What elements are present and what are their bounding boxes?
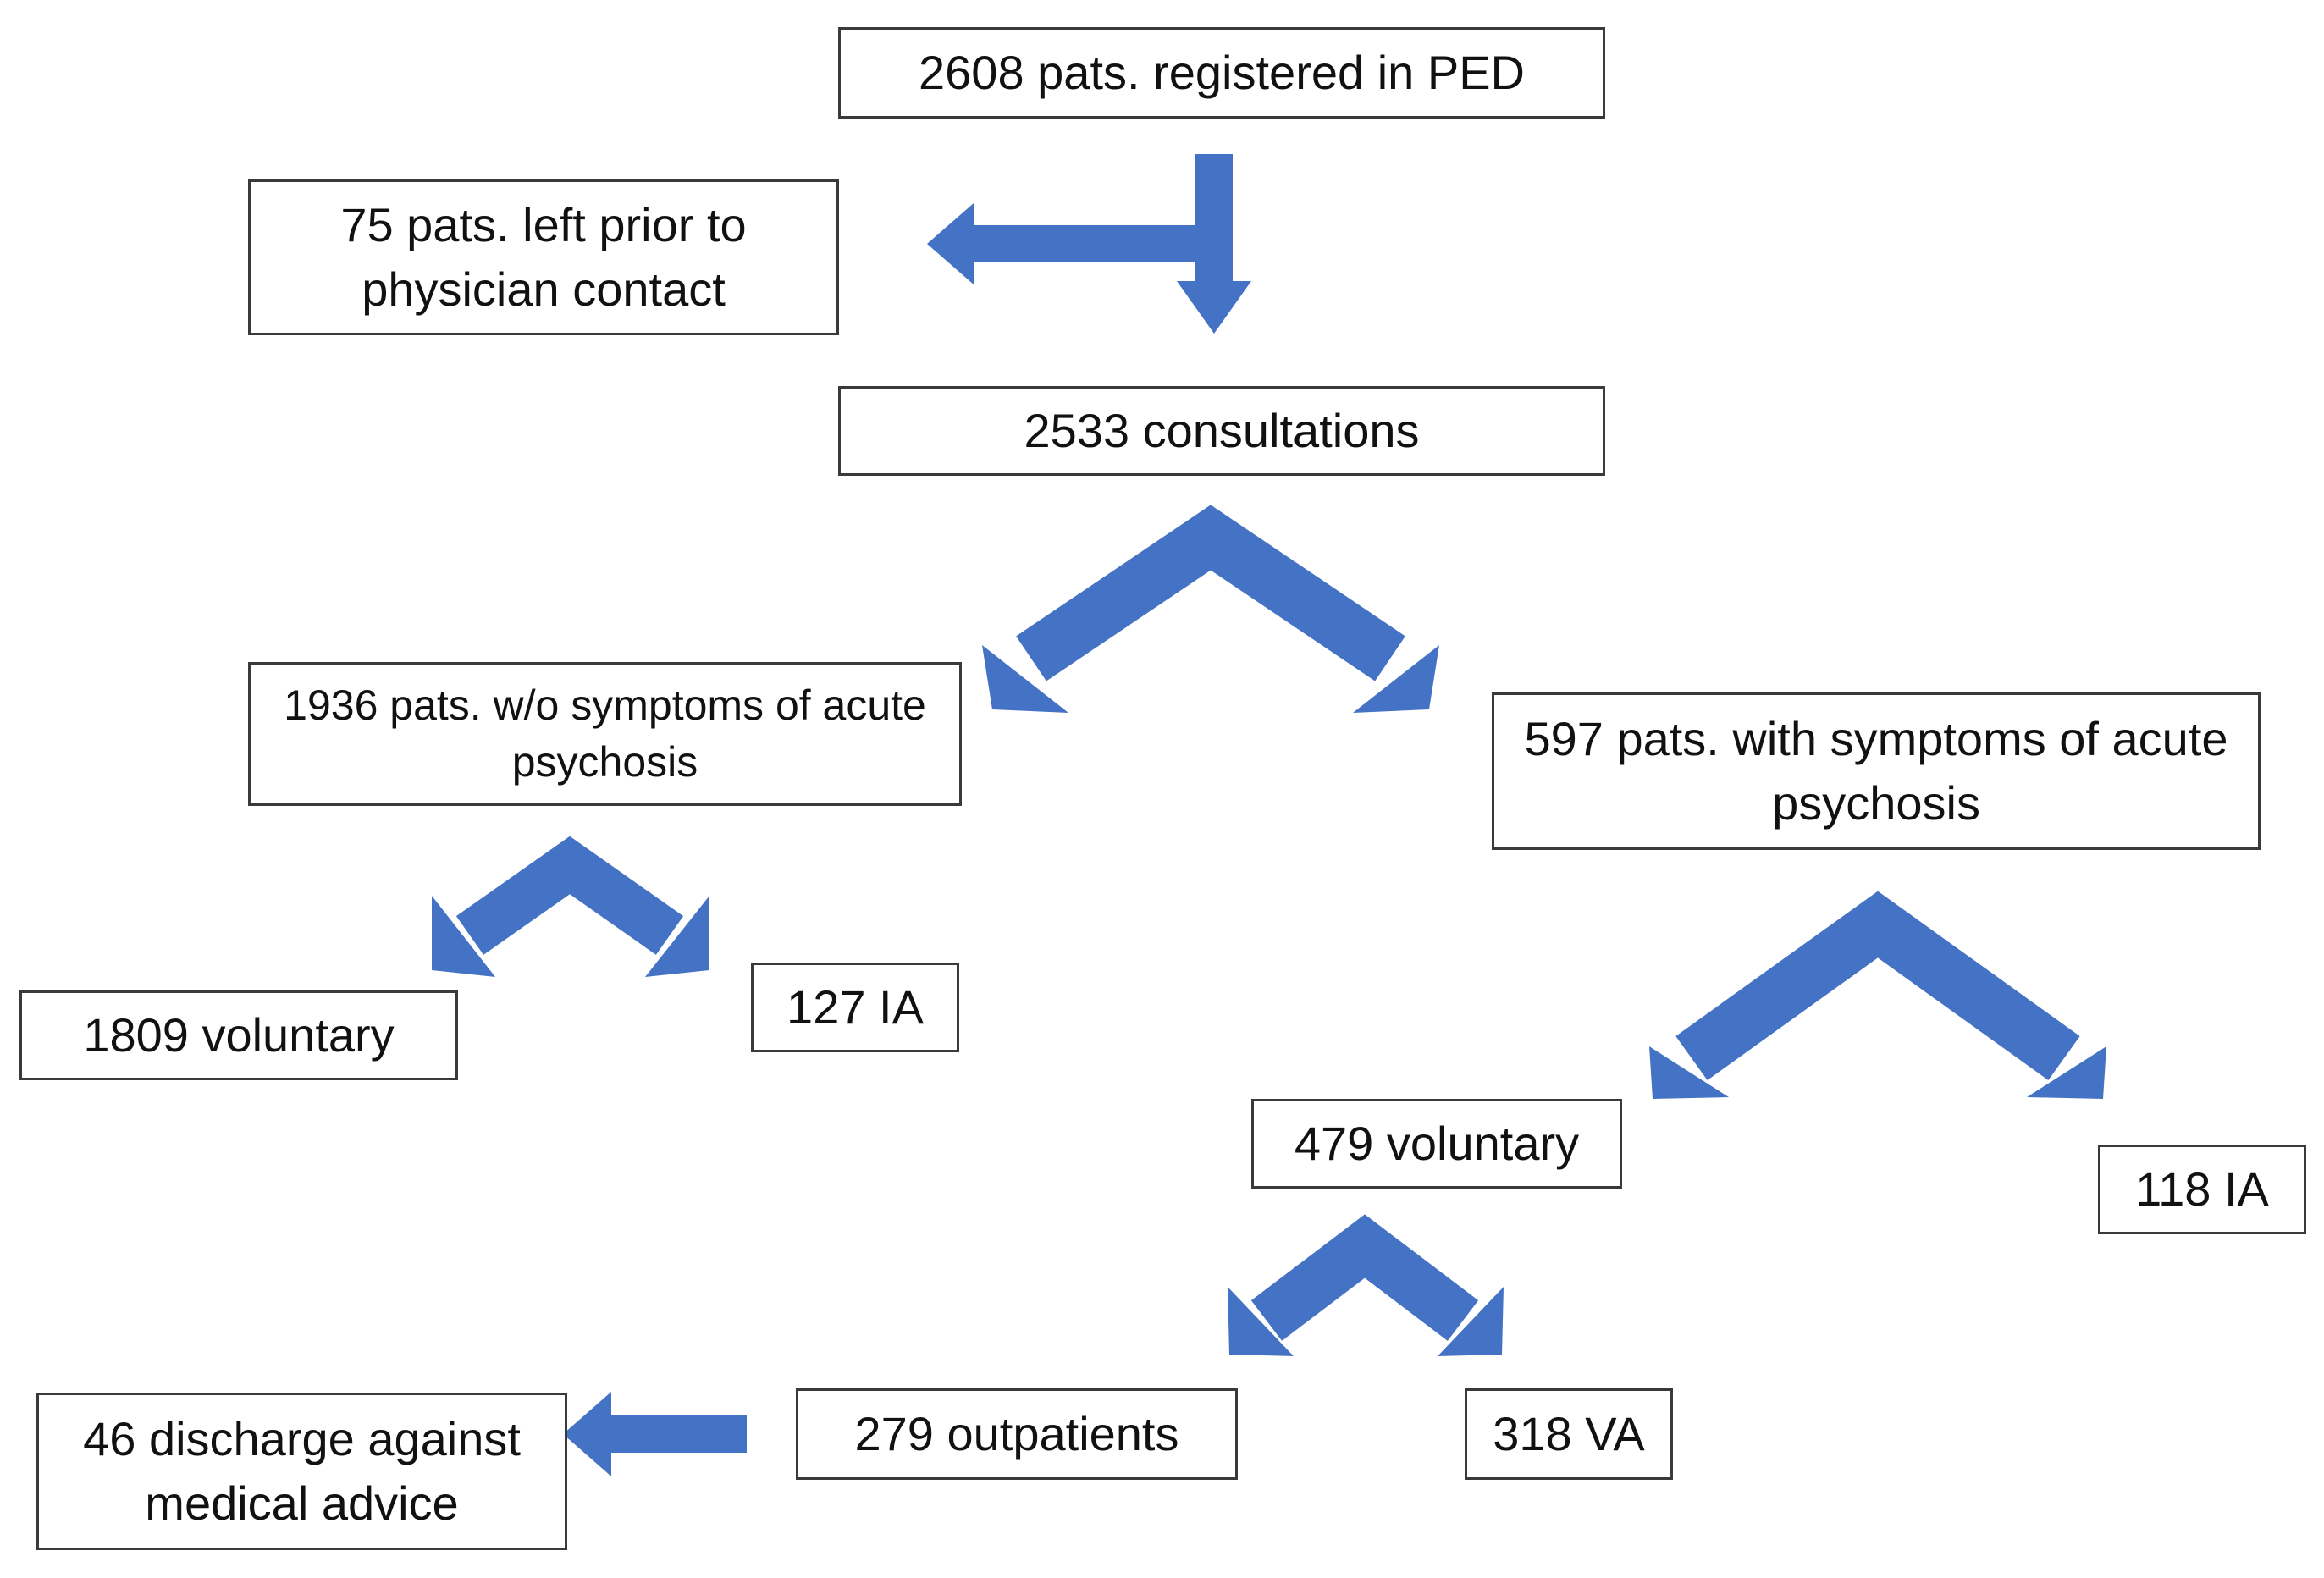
box-ia-127-label: 127 IA (787, 980, 924, 1035)
arrow-left-head (927, 203, 974, 284)
box-consultations: 2533 consultations (838, 386, 1605, 476)
split-arrow-right-head (1353, 645, 1439, 713)
box-discharge: 46 discharge against medical advice (36, 1393, 567, 1550)
box-outpatients-label: 279 outpatients (854, 1407, 1179, 1461)
box-voluntary-479: 479 voluntary (1251, 1099, 1622, 1189)
split-arrow-ws-left-head (432, 896, 495, 977)
box-registered-label: 2608 pats. registered in PED (919, 46, 1525, 100)
arrow-discharge-head (563, 1392, 611, 1476)
arrow-left-stem (974, 225, 1211, 262)
box-voluntary-1809: 1809 voluntary (19, 990, 458, 1080)
split-arrow-without-symptoms (455, 836, 684, 955)
box-without-symptoms: 1936 pats. w/o symptoms of acute psychos… (248, 662, 962, 806)
box-left-prior: 75 pats. left prior to physician contact (248, 179, 839, 335)
box-registered: 2608 pats. registered in PED (838, 27, 1605, 119)
box-consultations-label: 2533 consultations (1024, 404, 1420, 458)
split-arrow-s-right-head (2027, 1046, 2106, 1099)
box-ia-118: 118 IA (2098, 1145, 2306, 1234)
split-arrow-with-symptoms (1675, 891, 2080, 1080)
box-voluntary-1809-label: 1809 voluntary (83, 1008, 395, 1062)
split-arrow-voluntary-479 (1250, 1214, 1479, 1341)
box-ia-127: 127 IA (751, 963, 959, 1052)
box-voluntary-479-label: 479 voluntary (1294, 1117, 1580, 1171)
box-va-318-label: 318 VA (1493, 1407, 1645, 1461)
box-outpatients: 279 outpatients (796, 1388, 1238, 1480)
split-arrow-v-left-head (1228, 1287, 1294, 1356)
box-with-symptoms: 597 pats. with symptoms of acute psychos… (1492, 692, 2261, 850)
split-arrow-s-left-head (1649, 1046, 1729, 1099)
split-arrow-v-right-head (1438, 1287, 1504, 1356)
box-discharge-label: 46 discharge against medical advice (83, 1412, 521, 1530)
arrow-down-head (1177, 281, 1251, 334)
box-va-318: 318 VA (1465, 1388, 1673, 1480)
split-arrow-left-head (982, 645, 1068, 713)
box-left-prior-label: 75 pats. left prior to physician contact (340, 198, 747, 316)
arrow-discharge-stem (611, 1415, 747, 1453)
split-arrow-consultations (1016, 505, 1405, 681)
box-ia-118-label: 118 IA (2135, 1162, 2269, 1217)
box-without-symptoms-label: 1936 pats. w/o symptoms of acute psychos… (284, 681, 926, 786)
box-with-symptoms-label: 597 pats. with symptoms of acute psychos… (1524, 712, 2228, 830)
split-arrow-ws-right-head (645, 896, 709, 977)
